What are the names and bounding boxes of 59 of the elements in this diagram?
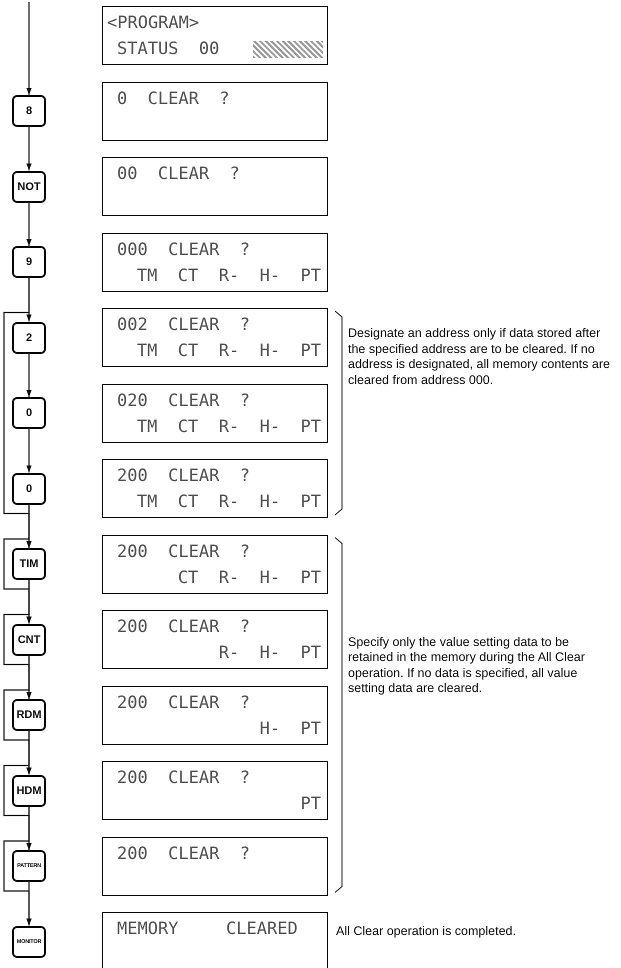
arrow xyxy=(3,580,32,699)
lcd-display xyxy=(102,308,328,367)
lcd-display xyxy=(102,686,328,744)
display-text: 020 CLEAR ? xyxy=(117,390,250,412)
arrow xyxy=(26,2,32,95)
note-text: Designate an address only if data stored after the specified address are to be cleared. If no address is designated, all memory contents are cleared from address 000. xyxy=(348,326,611,388)
keypad-key: 0 xyxy=(12,397,46,429)
lcd-display xyxy=(102,610,328,669)
arrow xyxy=(26,429,32,472)
display-text: 200 CLEAR ? xyxy=(117,692,250,714)
display-text: TM CT R- H- PT xyxy=(136,340,321,362)
arrow xyxy=(3,504,32,624)
lcd-display xyxy=(102,836,328,896)
display-text: H- PT xyxy=(260,718,321,740)
lcd-display xyxy=(102,459,328,518)
keypad-key: 8 xyxy=(12,95,46,127)
keypad-key: NOT xyxy=(12,170,46,202)
lcd-display xyxy=(102,912,328,968)
lcd-display xyxy=(102,82,328,140)
arrow xyxy=(3,806,32,926)
display-text: PT xyxy=(300,793,321,815)
display-text: 000 CLEAR ? xyxy=(117,238,250,260)
arrow xyxy=(26,202,32,246)
note-text: Specify only the value setting data to be retained in the memory during the All Clear operation. If no data is specified, all value setting data are cleared. xyxy=(348,634,586,696)
keypad-key: TIM xyxy=(12,548,46,580)
display-text: 00 CLEAR ? xyxy=(117,163,240,185)
lcd-display xyxy=(102,761,328,820)
arrow xyxy=(3,278,32,548)
display-text: TM CT R- H- PT xyxy=(136,264,321,286)
lcd-display xyxy=(102,157,328,216)
display-text: R- H- PT xyxy=(218,642,321,664)
lcd-display xyxy=(102,384,328,442)
display-text: 200 CLEAR ? xyxy=(117,767,250,789)
keypad-key: HDM xyxy=(12,774,46,806)
display-text: 200 CLEAR ? xyxy=(117,465,250,487)
display-text: <PROGRAM> xyxy=(107,12,200,34)
arrow xyxy=(3,731,32,850)
display-text: 002 CLEAR ? xyxy=(117,314,250,336)
lcd-display xyxy=(102,534,328,594)
display-text: 0 CLEAR ? xyxy=(117,88,230,110)
display-text: TM CT R- H- PT xyxy=(136,416,321,438)
keypad-key: CNT xyxy=(12,624,46,656)
display-text: TM CT R- H- PT xyxy=(136,491,321,513)
display-text: 200 CLEAR ? xyxy=(117,842,250,864)
arrow xyxy=(3,656,32,774)
display-text: MEMORY CLEARED xyxy=(117,918,298,940)
keypad-key: 9 xyxy=(12,246,46,278)
arrow xyxy=(26,354,32,397)
arrow xyxy=(26,127,32,170)
lcd-display xyxy=(102,232,328,292)
note-text: All Clear operation is completed. xyxy=(336,924,517,940)
keypad-key: 2 xyxy=(12,322,46,354)
keypad-key: RDM xyxy=(12,699,46,731)
display-text: 200 CLEAR ? xyxy=(117,540,250,562)
display-text: CT R- H- PT xyxy=(178,566,321,588)
display-text: STATUS 00 xyxy=(117,38,220,60)
lcd-display xyxy=(102,6,328,65)
keypad-key: 0 xyxy=(12,472,46,504)
display-text: 200 CLEAR ? xyxy=(117,616,250,638)
